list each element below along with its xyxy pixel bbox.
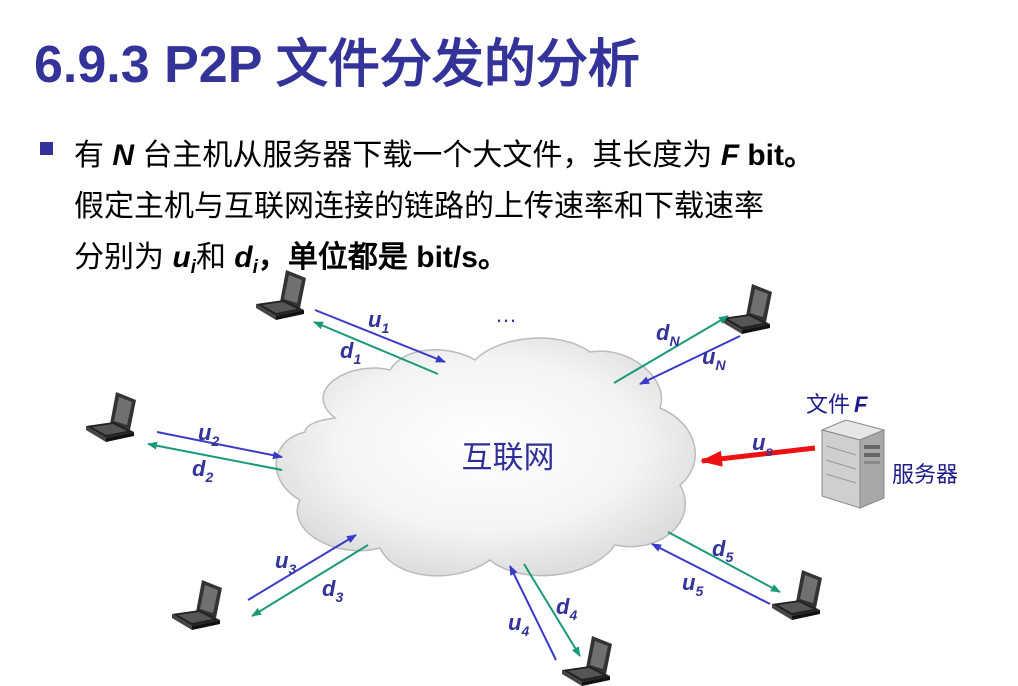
laptop-4-icon [562,636,612,686]
laptop-3-icon [172,580,222,630]
bullet-line-2: 假定主机与互联网连接的链路的上传速率和下载速率 [74,190,764,223]
download-arrow-2 [147,441,283,471]
download-arrow-5 [667,531,781,593]
label-u2: u2 [198,420,219,449]
label-u4: u4 [508,610,529,639]
label-us: us [752,430,773,459]
label-d2: d2 [192,456,213,485]
var-d: d [234,241,253,274]
text: 和 [195,241,235,274]
text: 有 [74,139,113,172]
ellipsis: … [495,302,517,327]
var-f: F [720,139,740,172]
server-icon [820,419,886,509]
cloud-label: 互联网 [462,440,555,475]
label-dn: dN [656,320,680,349]
text: bit。 [739,139,815,172]
internet-cloud [275,337,696,577]
download-arrow-n [613,315,729,384]
label-u1: u1 [368,307,389,336]
label-u5: u5 [682,570,703,599]
laptop-n-icon [722,284,772,334]
var-n: N [112,139,135,172]
upload-arrow-2 [156,431,283,460]
server-label: 服务器 [892,462,958,487]
upload-arrow-3 [247,534,357,601]
laptop-2-icon [86,392,136,442]
laptop-5-icon [772,570,822,620]
download-arrow-1 [313,321,439,375]
bullet-square-icon [40,142,53,155]
laptop-1-icon [256,270,306,320]
text: ，单位都是 bit/s。 [257,241,508,274]
var-u: u [172,241,191,274]
upload-arrow-5 [651,543,771,605]
slide-title: 6.9.3 P2P 文件分发的分析 [34,36,640,94]
label-d5: d5 [712,536,733,565]
label-d3: d3 [322,576,343,605]
bullet-line-3: 分别为 ui和 di，单位都是 bit/s。 [74,232,508,279]
upload-arrow-4 [509,565,557,661]
upload-arrow-1 [314,309,446,363]
download-arrow-3 [251,544,369,617]
var-d-sub: i [252,257,258,278]
upload-arrow-n [639,335,741,385]
label-d4: d4 [556,594,577,623]
bullet-line-1: 有 N 台主机从服务器下载一个大文件，其长度为 F bit。 [74,130,814,174]
var-u-sub: i [190,257,196,278]
label-u3: u3 [275,548,296,577]
download-arrow-4 [523,563,581,657]
label-un: uN [702,344,726,373]
text: 分别为 [74,241,173,274]
text: 台主机从服务器下载一个大文件，其长度为 [134,139,721,172]
server-upload-arrow [700,445,816,467]
label-d1: d1 [340,338,361,367]
